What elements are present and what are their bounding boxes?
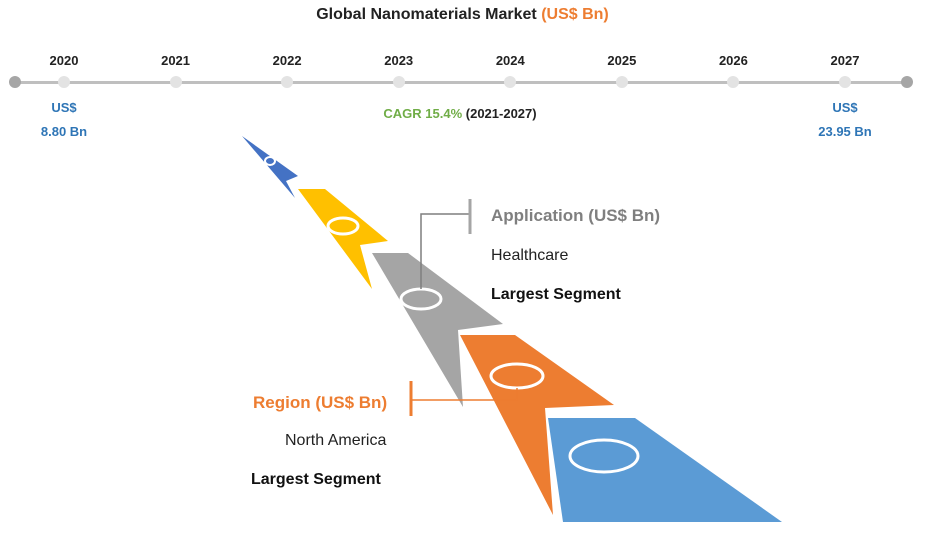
timeline-year-label: 2022 xyxy=(272,53,302,68)
timeline-year-label: 2021 xyxy=(161,53,191,68)
timeline-year-dot xyxy=(504,76,517,88)
arrow-block-blue-large xyxy=(548,418,782,522)
region-connector-line xyxy=(411,388,518,401)
region-value: North America xyxy=(285,432,387,449)
timeline-year-label: 2027 xyxy=(830,53,860,68)
arrow-ring-yellow xyxy=(326,216,360,236)
arrow-chevron-orange xyxy=(460,335,614,515)
end-value-label: US$ 23.95 Bn xyxy=(795,96,895,144)
timeline-year-label: 2023 xyxy=(384,53,414,68)
timeline-end-cap xyxy=(901,76,913,88)
chart-title-main: Global Nanomaterials Market xyxy=(316,6,537,23)
arrow-chevron-yellow xyxy=(298,189,388,289)
timeline-year-dot xyxy=(392,76,405,88)
timeline-year-dot xyxy=(727,76,740,88)
timeline-year-dot xyxy=(169,76,182,88)
application-value: Healthcare xyxy=(491,247,569,264)
region-note: Largest Segment xyxy=(251,471,381,488)
timeline-year-label: 2024 xyxy=(495,53,525,68)
timeline-year-label: 2025 xyxy=(607,53,637,68)
chart-title-unit: (US$ Bn) xyxy=(541,6,609,23)
application-title: Application (US$ Bn) xyxy=(491,206,661,225)
arrow-ring-blue-small xyxy=(264,156,276,166)
timeline-year-dot xyxy=(615,76,628,88)
end-value: 23.95 Bn xyxy=(818,124,872,139)
timeline-start-cap xyxy=(9,76,21,88)
region-title: Region (US$ Bn) xyxy=(253,393,388,412)
timeline-year-dot xyxy=(839,76,851,88)
end-currency: US$ xyxy=(832,100,858,115)
timeline-year-label: 2026 xyxy=(718,53,748,68)
arrow-chevron-gray xyxy=(372,253,503,407)
start-value: 8.80 Bn xyxy=(40,124,88,139)
start-currency: US$ xyxy=(51,100,77,115)
timeline-year-dot xyxy=(281,76,294,88)
cagr-period: (2021-2027) xyxy=(465,106,537,121)
cagr-rate: CAGR 15.4% xyxy=(383,106,463,121)
timeline-year-label: 2020 xyxy=(49,53,79,68)
timeline-year-dot xyxy=(58,76,70,88)
application-connector-line xyxy=(420,213,470,289)
arrow-ring-blue-large xyxy=(568,438,640,474)
start-value-label: US$ 8.80 Bn xyxy=(14,96,114,144)
chart-title: Global Nanomaterials Market (US$ Bn) xyxy=(0,6,925,24)
arrow-chevron-blue-small xyxy=(242,136,298,198)
timeline-line xyxy=(15,81,907,84)
cagr-label: CAGR 15.4% (2021-2027) xyxy=(300,106,620,121)
application-note: Largest Segment xyxy=(491,286,621,303)
